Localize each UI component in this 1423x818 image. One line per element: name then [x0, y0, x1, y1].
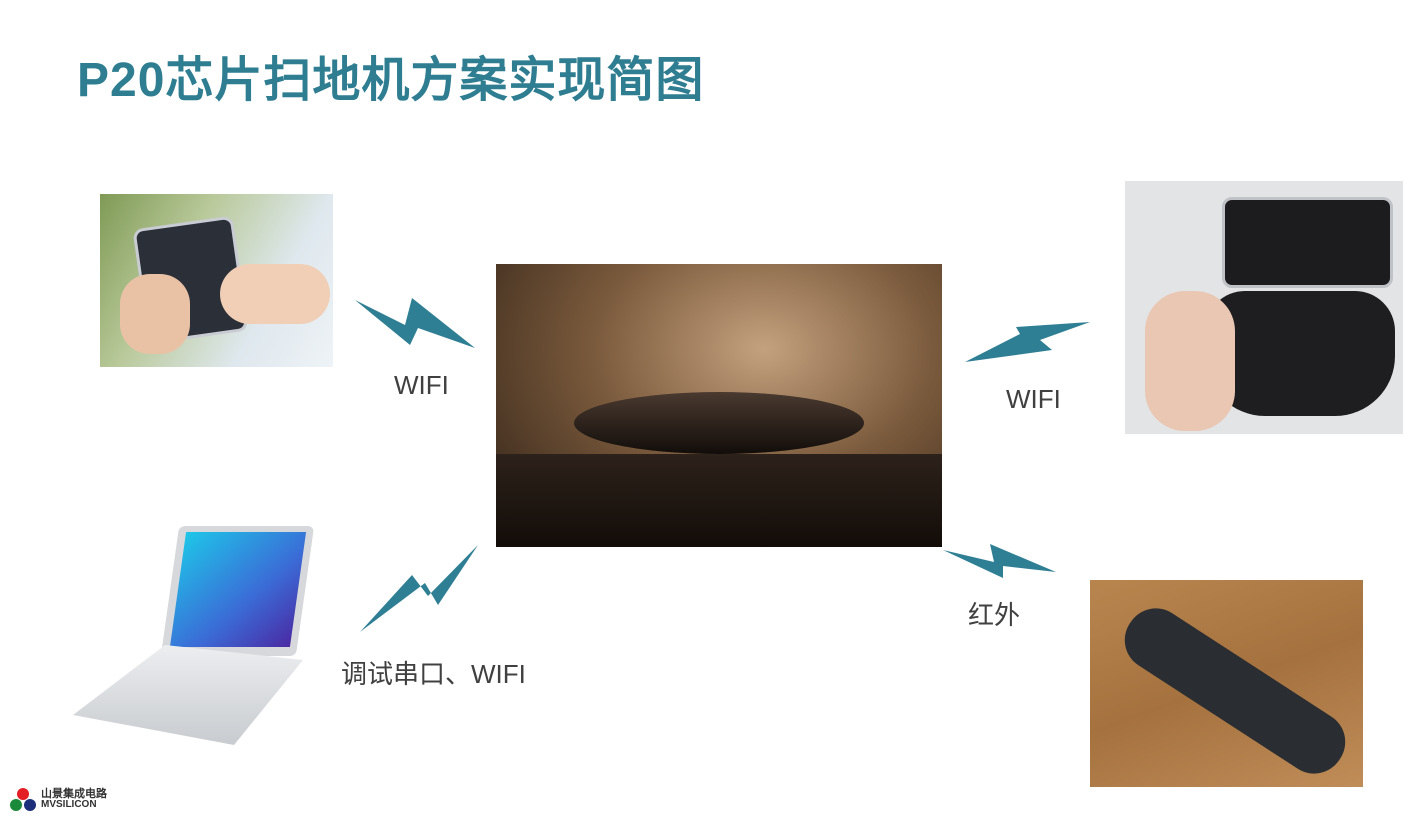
phone-link-label: WIFI [394, 370, 449, 400]
gamepad-image [1125, 181, 1403, 434]
logo-icon [10, 788, 36, 811]
gamepad-link-label: WIFI [1006, 384, 1061, 414]
slide-title: P20芯片扫地机方案实现简图 [77, 54, 705, 107]
robot-vacuum-image [496, 264, 942, 547]
logo-text-cn: 山景集成电路 [41, 788, 107, 800]
laptop-link-label: 调试串口、WIFI [341, 659, 526, 689]
company-logo: 山景集成电路 MVSILICON [8, 785, 118, 813]
lightning-bolt-icon [355, 298, 475, 348]
laptop-image [68, 520, 318, 750]
lightning-bolt-icon [943, 544, 1056, 578]
smartphone-image [100, 194, 333, 367]
lightning-bolt-icon [965, 322, 1090, 362]
logo-text-en: MVSILICON [41, 799, 97, 810]
remote-control-image [1090, 580, 1363, 787]
remote-link-label: 红外 [968, 600, 1021, 630]
lightning-bolt-icon [360, 545, 478, 632]
